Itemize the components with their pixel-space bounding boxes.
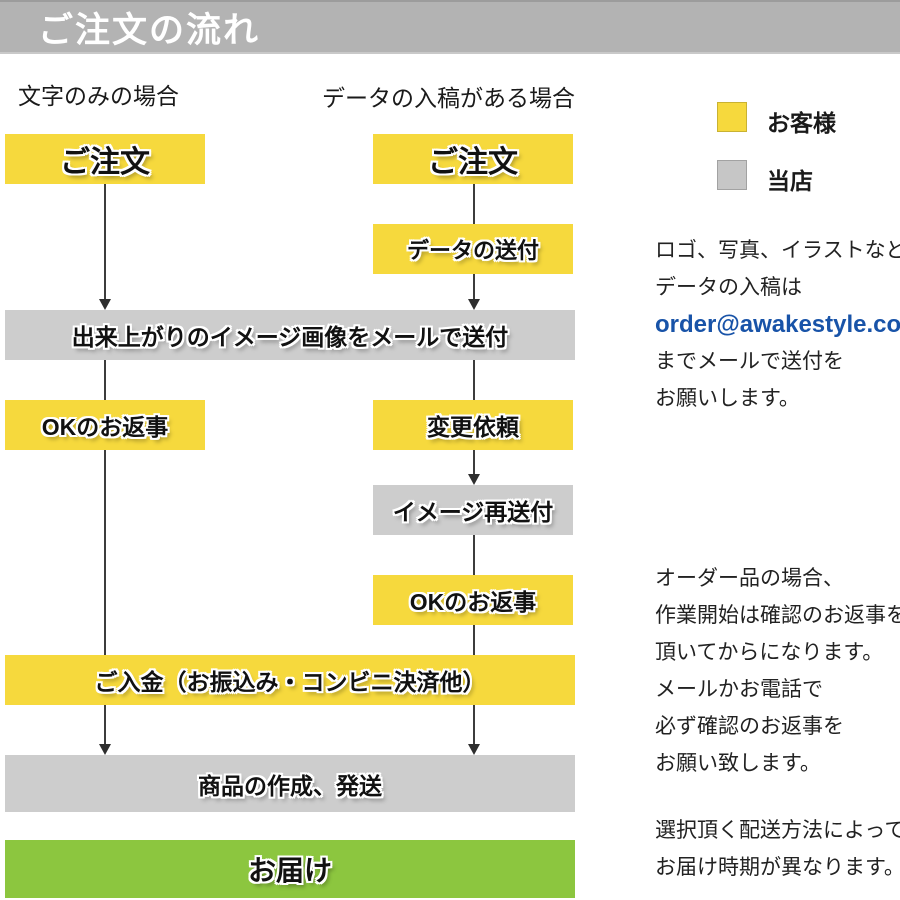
legend-customer-swatch (717, 102, 747, 132)
flow-node-ok-reply-left: OKのお返事 (5, 400, 205, 450)
note-line: お届け時期が異なります。 (655, 856, 900, 879)
legend-shop-label: 当店 (767, 168, 813, 194)
legend-shop-swatch (717, 160, 747, 190)
column-header-text-only: 文字のみの場合 (18, 83, 179, 109)
note-order-confirmation: オーダー品の場合、 作業開始は確認のお返事を 頂いてからになります。 メールかお… (655, 560, 900, 782)
note-line: メールかお電話で (655, 678, 823, 701)
note-line: までメールで送付を (655, 350, 844, 373)
arrowhead-icon (468, 474, 480, 485)
email-link[interactable]: order@awakestyle.com (655, 311, 900, 338)
flow-node-delivery: お届け (5, 840, 575, 898)
flow-node-production: 商品の作成、発送 (5, 755, 575, 812)
arrowhead-icon (468, 299, 480, 310)
note-line: 選択頂く配送方法によって (655, 819, 900, 842)
flow-node-change-request: 変更依頼 (373, 400, 573, 450)
flow-node-ok-reply-right: OKのお返事 (373, 575, 573, 625)
note-line: データの入稿は (655, 276, 802, 299)
header-bar: ご注文の流れ (0, 0, 900, 54)
note-line: お願いします。 (655, 387, 800, 410)
flow-node-payment: ご入金（お振込み・コンビニ決済他） (5, 655, 575, 705)
note-line: オーダー品の場合、 (655, 567, 844, 590)
flow-node-order-left: ご注文 (5, 134, 205, 184)
note-line: 頂いてからになります。 (655, 641, 884, 664)
page-title: ご注文の流れ (38, 10, 261, 50)
arrowhead-icon (99, 744, 111, 755)
note-line: 必ず確認のお返事を (655, 715, 844, 738)
legend-customer-label: お客様 (767, 110, 836, 136)
column-header-data-submission: データの入稿がある場合 (322, 85, 575, 111)
note-line: 作業開始は確認のお返事を (655, 604, 900, 627)
flow-node-image-resend: イメージ再送付 (373, 485, 573, 535)
note-data-submission: ロゴ、写真、イラストなど データの入稿は order@awakestyle.co… (655, 232, 900, 417)
flow-node-data-send: データの送付 (373, 224, 573, 274)
note-line: お願い致します。 (655, 752, 821, 775)
note-delivery: 選択頂く配送方法によって お届け時期が異なります。 (655, 812, 900, 886)
arrowhead-icon (468, 744, 480, 755)
note-line: ロゴ、写真、イラストなど (655, 239, 900, 262)
flow-node-image-send: 出来上がりのイメージ画像をメールで送付 (5, 310, 575, 360)
flow-node-order-right: ご注文 (373, 134, 573, 184)
arrowhead-icon (99, 299, 111, 310)
